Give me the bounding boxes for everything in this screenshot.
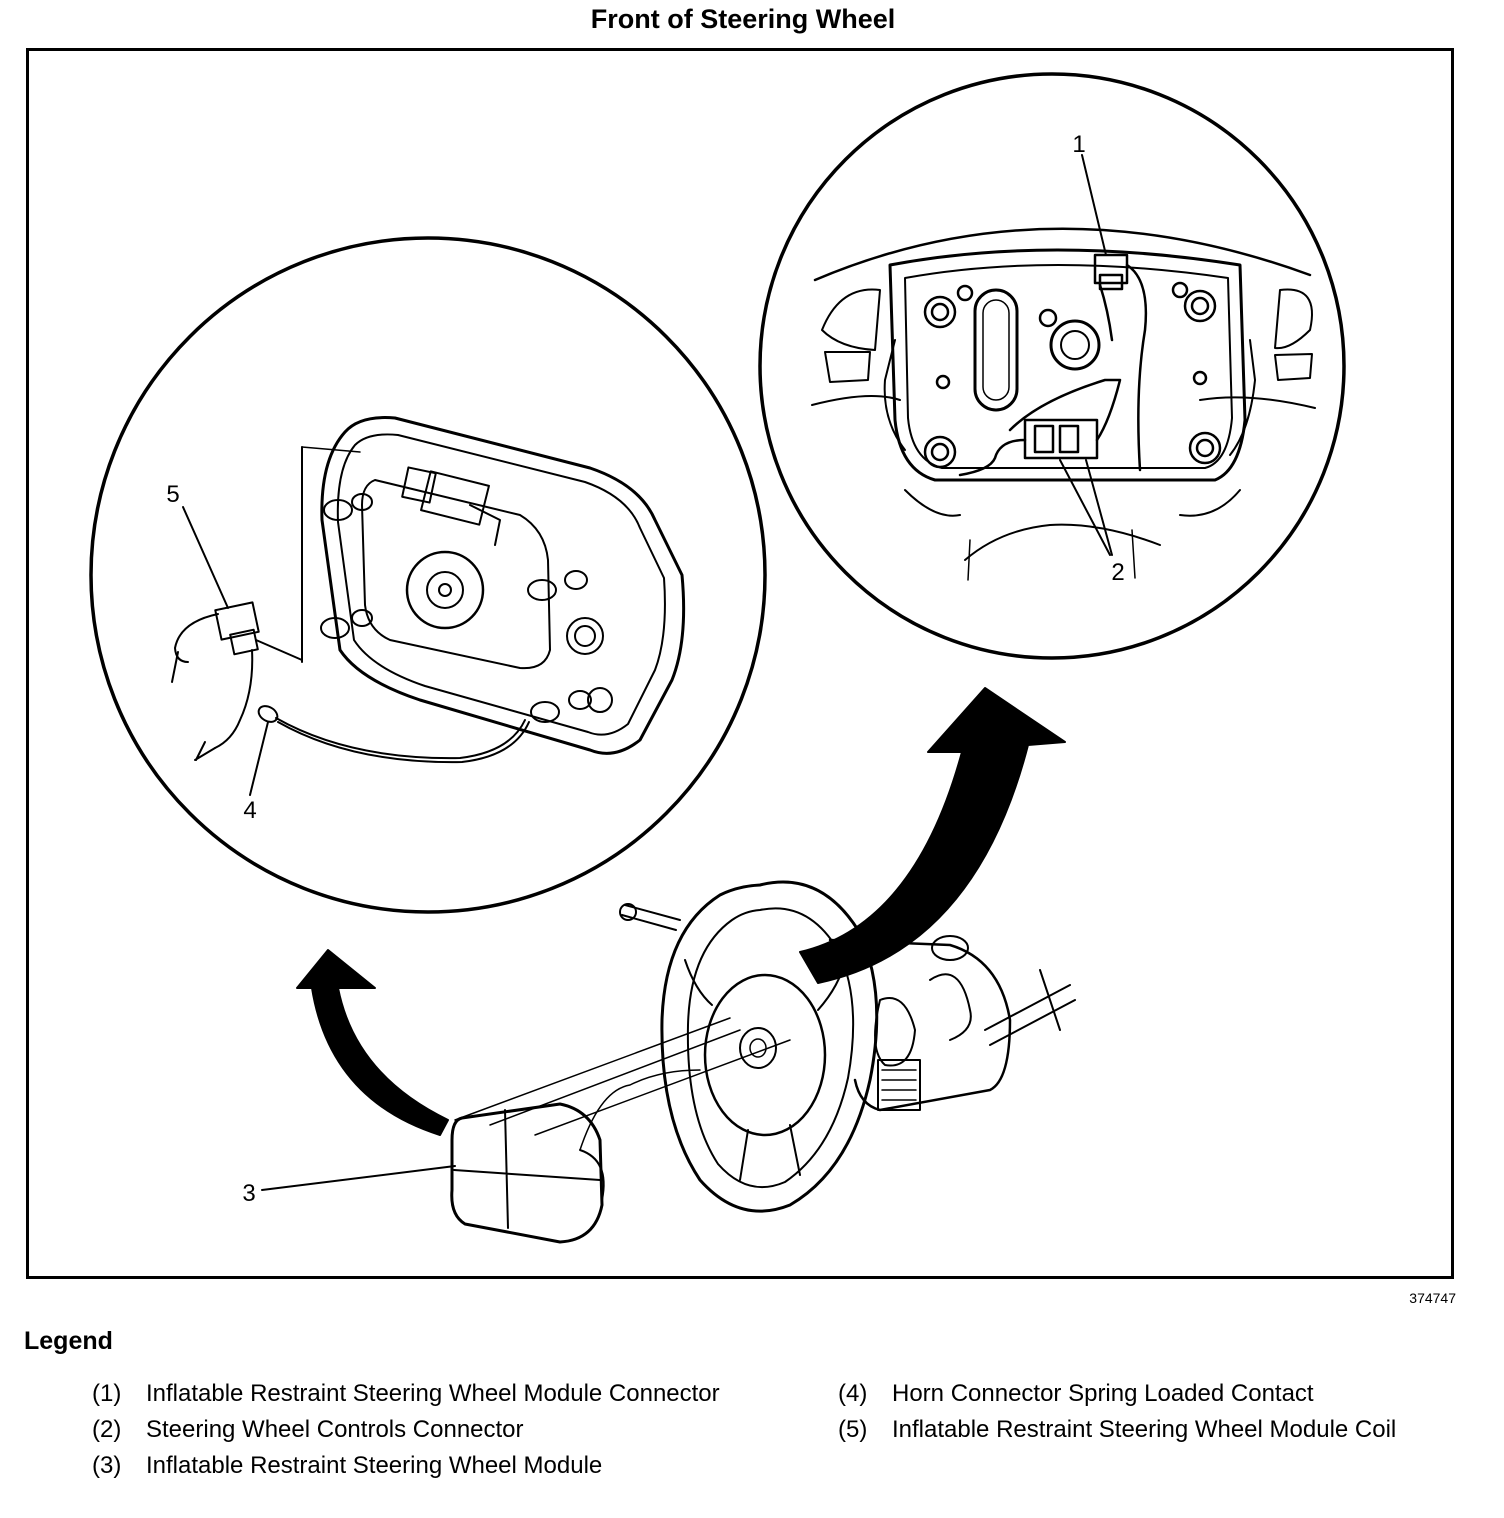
diagram-illustration: 1 2 3 4 5 xyxy=(89,72,1346,1244)
diagram-title: Front of Steering Wheel xyxy=(590,4,896,34)
legend-item: (3) Inflatable Restraint Steering Wheel … xyxy=(92,1450,732,1481)
callout-1: 1 xyxy=(1072,131,1085,158)
legend-item-text: Horn Connector Spring Loaded Contact xyxy=(892,1380,1314,1407)
legend-item-text: Inflatable Restraint Steering Wheel Modu… xyxy=(146,1452,603,1479)
legend-item: (5) Inflatable Restraint Steering Wheel … xyxy=(838,1414,1458,1445)
legend-item-number: (3) xyxy=(92,1452,122,1479)
legend-item-text: Steering Wheel Controls Connector xyxy=(146,1416,524,1443)
legend-item-text: Inflatable Restraint Steering Wheel Modu… xyxy=(146,1380,720,1407)
legend-item-number: (4) xyxy=(838,1380,868,1407)
figure-id: 374747 xyxy=(1409,1290,1456,1306)
module-back-detail-view xyxy=(89,236,767,914)
legend-item-text: Inflatable Restraint Steering Wheel Modu… xyxy=(892,1416,1397,1443)
callout-4: 4 xyxy=(243,797,256,824)
legend-item: (4) Horn Connector Spring Loaded Contact xyxy=(838,1378,1458,1409)
legend-item-number: (1) xyxy=(92,1380,122,1407)
figure-frame xyxy=(26,48,1454,1279)
legend-column-right: (4) Horn Connector Spring Loaded Contact… xyxy=(838,1378,1458,1450)
legend-item-number: (2) xyxy=(92,1416,122,1443)
legend-item: (2) Steering Wheel Controls Connector xyxy=(92,1414,732,1445)
callout-2: 2 xyxy=(1111,559,1124,586)
callout-3: 3 xyxy=(242,1180,255,1207)
wheel-hub-detail-view xyxy=(758,72,1346,660)
callout-5: 5 xyxy=(166,481,179,508)
callout-leader-lines xyxy=(182,154,1113,1191)
legend-item: (1) Inflatable Restraint Steering Wheel … xyxy=(92,1378,732,1409)
steering-column-main-view xyxy=(450,880,1076,1244)
curved-arrow-left-icon xyxy=(296,949,449,1136)
curved-arrow-right-icon xyxy=(799,687,1066,984)
legend-column-left: (1) Inflatable Restraint Steering Wheel … xyxy=(92,1378,732,1486)
legend-item-number: (5) xyxy=(838,1416,868,1443)
legend-heading: Legend xyxy=(24,1327,113,1355)
